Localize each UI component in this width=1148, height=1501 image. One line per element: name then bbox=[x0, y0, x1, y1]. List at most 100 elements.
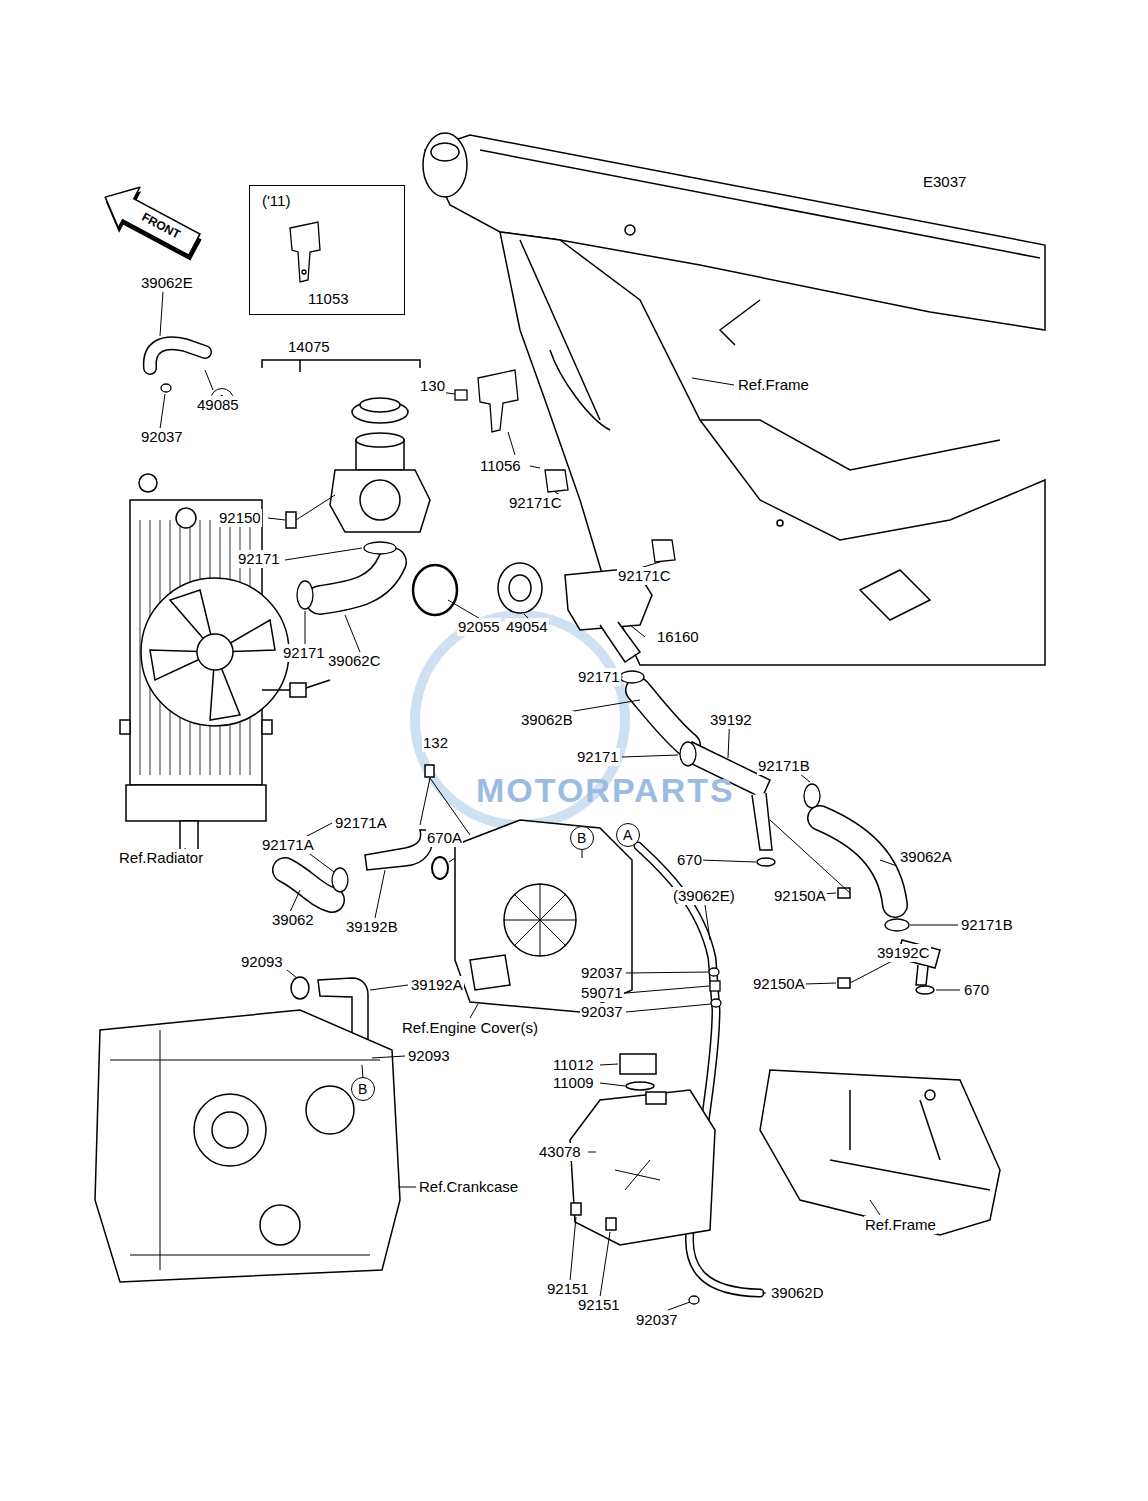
reference-label: Ref.Crankcase bbox=[418, 1178, 519, 1196]
crankcase bbox=[110, 1030, 380, 1270]
clamps bbox=[689, 1296, 699, 1304]
radiator bbox=[176, 508, 196, 528]
pipes-and-rings bbox=[291, 563, 940, 1064]
leader-lines bbox=[305, 611, 306, 646]
reference-label: Ref.Frame bbox=[737, 376, 810, 394]
hoses bbox=[320, 562, 392, 600]
leader-lines bbox=[770, 820, 850, 895]
leader-lines bbox=[290, 890, 300, 912]
callout-number: 92037 bbox=[140, 428, 184, 446]
pipes-and-rings bbox=[432, 857, 448, 879]
leader-lines bbox=[370, 985, 408, 990]
radiator bbox=[120, 474, 330, 851]
pipes-and-rings bbox=[916, 986, 934, 994]
engine-cover bbox=[455, 820, 632, 1012]
clamps bbox=[711, 999, 721, 1007]
leader-lines bbox=[570, 1217, 576, 1281]
callout-number: 92171B bbox=[757, 757, 811, 775]
hoses bbox=[285, 870, 332, 900]
callout-number: 16160 bbox=[656, 628, 700, 646]
callout-number: 39062C bbox=[327, 652, 382, 670]
reference-letter: A bbox=[623, 827, 632, 843]
crankcase bbox=[95, 1010, 400, 1282]
bracket-11056 bbox=[455, 390, 467, 400]
callout-number: 49085 bbox=[196, 396, 240, 414]
leader-lines bbox=[630, 625, 645, 637]
thermostat-housing bbox=[360, 398, 400, 412]
frame-lower bbox=[760, 1070, 1000, 1235]
reservoir-tank bbox=[646, 1092, 666, 1104]
leader-lines bbox=[420, 778, 470, 835]
reservoir-tank bbox=[570, 1090, 715, 1245]
callout-number: 14075 bbox=[287, 338, 331, 356]
pipes-and-rings bbox=[291, 977, 309, 999]
leader-lines bbox=[600, 1083, 625, 1086]
callout-number: 130 bbox=[419, 377, 446, 395]
callout-number: 92055 bbox=[457, 618, 501, 636]
reservoir-tank bbox=[620, 1054, 656, 1074]
frame-upper bbox=[550, 350, 610, 430]
pipes-and-rings bbox=[413, 565, 457, 615]
callout-number: 92150 bbox=[218, 509, 262, 527]
callout-number: 59071 bbox=[580, 984, 624, 1002]
leader-lines bbox=[626, 1004, 711, 1012]
hoses bbox=[285, 870, 332, 900]
bracket-11056 bbox=[478, 370, 518, 432]
frame-upper bbox=[423, 133, 467, 197]
frame-clips bbox=[652, 540, 675, 562]
leader-lines bbox=[692, 378, 734, 385]
frame-upper bbox=[480, 150, 1040, 258]
hoses bbox=[150, 343, 205, 368]
frame-upper bbox=[777, 520, 783, 526]
callout-number: 39192B bbox=[345, 918, 399, 936]
callout-number: 92171B bbox=[960, 916, 1014, 934]
radiator bbox=[141, 578, 289, 726]
bracket-11056 bbox=[455, 370, 518, 432]
frame-upper bbox=[720, 300, 760, 345]
callout-number: 92171 bbox=[577, 668, 621, 686]
pipes-and-rings bbox=[425, 765, 434, 777]
leader-lines bbox=[600, 1064, 618, 1065]
pipes-and-rings bbox=[752, 793, 772, 850]
callout-number: 92171 bbox=[282, 644, 326, 662]
leader-lines bbox=[626, 972, 708, 973]
leader-lines bbox=[600, 1232, 610, 1297]
thermostat-housing bbox=[262, 360, 430, 532]
reservoir-tank bbox=[571, 1203, 581, 1215]
radiator bbox=[126, 785, 266, 821]
callout-number: 39062 bbox=[271, 911, 315, 929]
callout-number: 92093 bbox=[240, 953, 284, 971]
frame-clips bbox=[545, 470, 675, 562]
leader-lines bbox=[936, 990, 960, 991]
leader-lines bbox=[398, 1187, 416, 1188]
crankcase bbox=[306, 1086, 354, 1134]
clamps bbox=[710, 981, 720, 991]
callout-number: 92171 bbox=[576, 748, 620, 766]
callout-number: 92171A bbox=[261, 836, 315, 854]
radiator bbox=[290, 683, 306, 697]
leader-lines bbox=[345, 615, 360, 652]
pipes-and-rings bbox=[838, 888, 850, 898]
callout-number: 92171C bbox=[617, 567, 672, 585]
frame-upper bbox=[431, 143, 459, 161]
frame-upper bbox=[423, 133, 1045, 665]
callout-number: 49054 bbox=[505, 618, 549, 636]
leader-lines bbox=[160, 394, 165, 429]
callout-number: 39192C bbox=[876, 944, 931, 962]
drawing-code: E3037 bbox=[922, 173, 967, 191]
reference-label: Ref.Frame bbox=[864, 1216, 937, 1234]
leader-lines bbox=[762, 1293, 766, 1294]
year-variant-box: ('11)11053 bbox=[249, 185, 405, 315]
leader-lines bbox=[160, 292, 163, 336]
leader-lines bbox=[622, 755, 678, 757]
callout-number: 39192 bbox=[709, 711, 753, 729]
radiator bbox=[197, 634, 233, 670]
callout-number: 670 bbox=[676, 851, 703, 869]
hoses bbox=[638, 690, 688, 745]
watermark: MOTORPARTS bbox=[475, 771, 736, 809]
callout-number: 11056 bbox=[479, 457, 522, 475]
callout-number: 92150A bbox=[752, 975, 806, 993]
radiator bbox=[262, 720, 272, 734]
leader-lines bbox=[470, 1004, 478, 1018]
frame-upper bbox=[520, 240, 600, 420]
